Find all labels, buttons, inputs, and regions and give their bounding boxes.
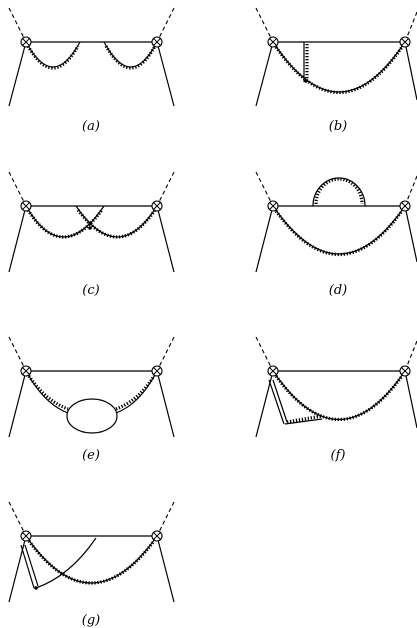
panel-a: (a) [8,7,175,134]
caption-a: (a) [82,119,100,134]
caption-b: (b) [329,119,347,134]
panel-c: (c) [8,171,175,298]
panel-g: (g) [8,501,175,628]
caption-c: (c) [82,283,99,298]
panel-d: (d) [255,171,417,298]
panel-e: (e) [8,336,175,463]
caption-e: (e) [82,448,100,463]
caption-g: (g) [82,613,100,628]
caption-f: (f) [331,448,346,463]
panel-b: (b) [255,7,417,134]
panel-f: (f) [255,336,417,463]
caption-d: (d) [329,283,347,298]
